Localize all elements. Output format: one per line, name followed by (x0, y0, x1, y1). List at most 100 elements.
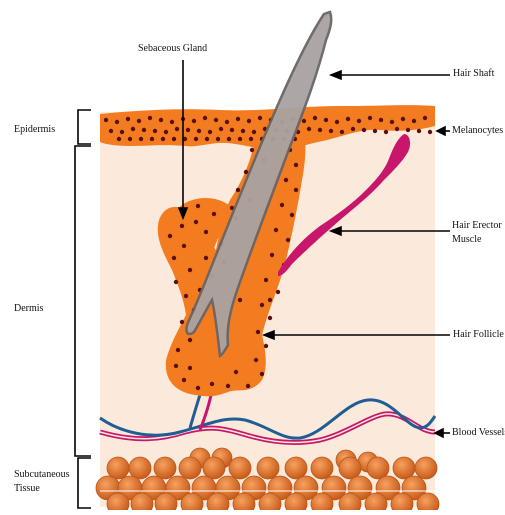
melanocyte-dot (302, 119, 306, 123)
melanocyte-dot (236, 117, 240, 121)
melanocyte-dot (197, 129, 201, 133)
melanocyte-dot (170, 120, 174, 124)
melanocyte-dot (264, 344, 268, 348)
melanocyte-dot (174, 364, 178, 368)
melanocyte-dot (104, 118, 108, 122)
melanocyte-dot (192, 119, 196, 123)
melanocyte-dot (142, 128, 146, 132)
label-hair-erector-line1: Hair Erector (452, 220, 502, 232)
pointer-arrow-vessels (435, 429, 443, 437)
melanocyte-dot (241, 129, 245, 133)
melanocyte-dot (212, 212, 216, 216)
melanocyte-dot (294, 163, 298, 167)
melanocyte-dot (244, 170, 248, 174)
melanocyte-dot (351, 127, 355, 131)
melanocyte-dot (176, 348, 180, 352)
melanocyte-dot (390, 120, 394, 124)
melanocyte-dot (204, 230, 208, 234)
melanocyte-dot (188, 366, 192, 370)
bracket-dermis (75, 146, 91, 456)
melanocyte-dot (246, 384, 250, 388)
melanocyte-dot (164, 130, 168, 134)
melanocyte-dot (307, 127, 311, 131)
fat-cell (415, 457, 437, 479)
melanocyte-dot (412, 119, 416, 123)
melanocyte-dot (194, 220, 198, 224)
melanocyte-dot (203, 116, 207, 120)
melanocyte-dot (238, 137, 242, 141)
bracket-subcutaneous (78, 458, 91, 508)
melanocyte-dot (139, 137, 143, 141)
melanocyte-dot (161, 137, 165, 141)
label-epidermis: Epidermis (14, 124, 55, 136)
melanocyte-dot (268, 316, 272, 320)
label-subcutaneous-line2: Tissue (14, 483, 40, 495)
melanocyte-dot (117, 137, 121, 141)
bracket-epidermis (78, 110, 91, 144)
melanocyte-dot (270, 253, 274, 257)
melanocyte-dot (175, 127, 179, 131)
melanocyte-dot (205, 137, 209, 141)
melanocyte-dot (180, 320, 184, 324)
melanocyte-dot (264, 278, 268, 282)
fat-cell (203, 457, 225, 479)
label-blood-vessels: Blood Vessels (452, 427, 505, 439)
melanocyte-dot (406, 128, 410, 132)
melanocyte-dot (254, 358, 258, 362)
melanocyte-dot (256, 330, 260, 334)
fat-cell (339, 457, 361, 479)
melanocyte-dot (186, 128, 190, 132)
melanocyte-dot (172, 256, 176, 260)
melanocyte-dot (423, 116, 427, 120)
fat-cell (285, 457, 307, 479)
melanocyte-dot (115, 120, 119, 124)
melanocyte-dot (137, 119, 141, 123)
melanocyte-dot (150, 137, 154, 141)
melanocyte-dot (188, 338, 192, 342)
melanocyte-dot (188, 268, 192, 272)
label-melanocytes: Melanocytes (452, 125, 503, 137)
melanocyte-dot (196, 386, 200, 390)
melanocyte-dot (168, 234, 172, 238)
fat-cell (107, 457, 129, 479)
fat-cell (393, 457, 415, 479)
melanocyte-dot (373, 129, 377, 133)
melanocyte-dot (214, 118, 218, 122)
melanocyte-dot (247, 119, 251, 123)
melanocyte-dot (395, 127, 399, 131)
melanocyte-dot (324, 118, 328, 122)
fat-cell (179, 457, 201, 479)
melanocyte-dot (313, 116, 317, 120)
melanocyte-dot (260, 372, 264, 376)
melanocyte-dot (346, 117, 350, 121)
melanocyte-dot (131, 127, 135, 131)
melanocyte-dot (208, 130, 212, 134)
melanocyte-dot (368, 116, 372, 120)
melanocyte-dot (226, 384, 230, 388)
fat-cell (229, 457, 251, 479)
fat-cell (129, 457, 151, 479)
melanocyte-dot (428, 130, 432, 134)
melanocyte-dot (230, 128, 234, 132)
fat-cell (367, 457, 389, 479)
melanocyte-dot (268, 298, 272, 302)
label-hair-erector-line2: Muscle (452, 234, 481, 246)
melanocyte-dot (335, 120, 339, 124)
melanocyte-dot (174, 280, 178, 284)
melanocyte-dot (379, 118, 383, 122)
label-subcutaneous-line1: Subcutaneous (14, 469, 70, 481)
melanocyte-dot (280, 203, 284, 207)
melanocyte-dot (182, 244, 186, 248)
melanocyte-dot (249, 137, 253, 141)
melanocyte-dot (284, 178, 288, 182)
melanocyte-dot (109, 129, 113, 133)
melanocyte-dot (384, 130, 388, 134)
melanocyte-dot (180, 224, 184, 228)
fat-cell (311, 457, 333, 479)
melanocyte-dot (286, 238, 290, 242)
melanocyte-dot (250, 148, 254, 152)
melanocyte-dot (274, 228, 278, 232)
melanocyte-dot (318, 128, 322, 132)
layer-brackets (75, 110, 91, 508)
melanocyte-dot (128, 137, 132, 141)
